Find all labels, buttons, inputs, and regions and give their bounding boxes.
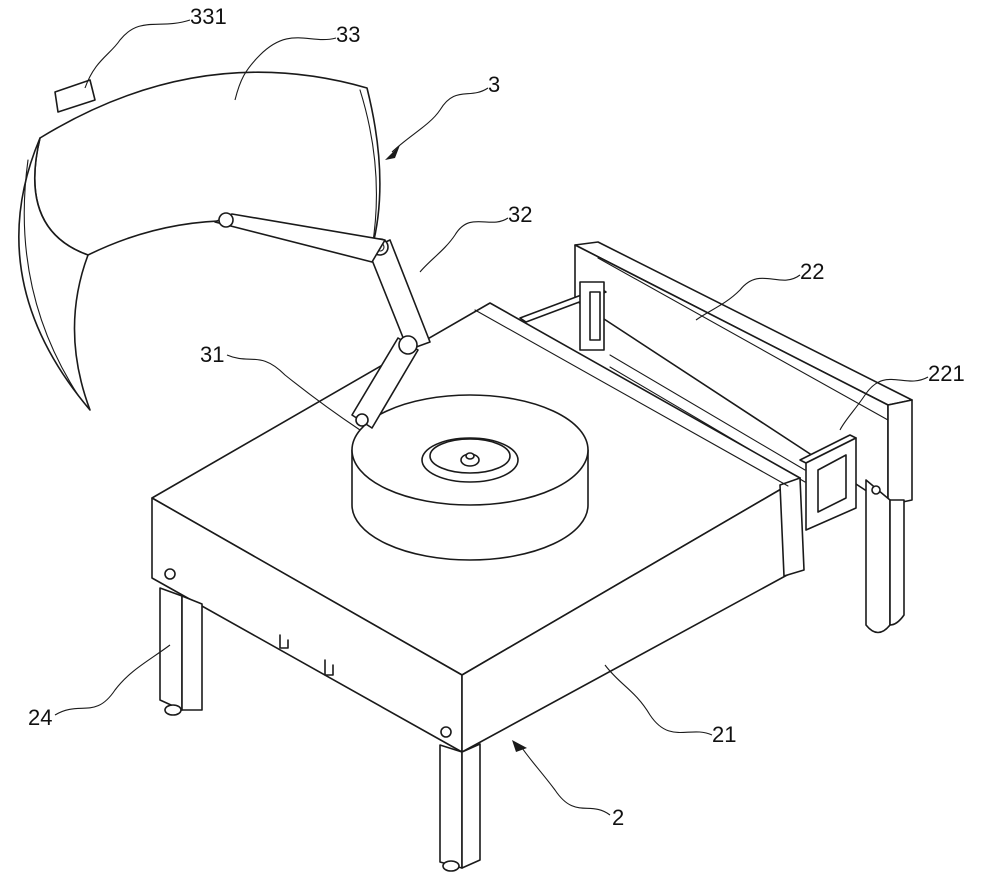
label-32: 32 [508,202,532,227]
turntable-31 [351,394,589,561]
arm-32 [351,238,431,429]
label-2: 2 [612,805,624,830]
legs-24 [159,587,481,872]
shield-33 [18,71,386,411]
reference-labels: 331 33 3 32 22 221 31 24 21 2 [28,4,965,830]
label-24: 24 [28,705,52,730]
frame-22 [519,241,913,634]
label-33: 33 [336,22,360,47]
label-331: 331 [190,4,227,29]
leader-lines [54,19,929,816]
label-21: 21 [712,722,736,747]
label-3: 3 [488,72,500,97]
label-31: 31 [200,342,224,367]
label-221: 221 [928,361,965,386]
label-22: 22 [800,259,824,284]
